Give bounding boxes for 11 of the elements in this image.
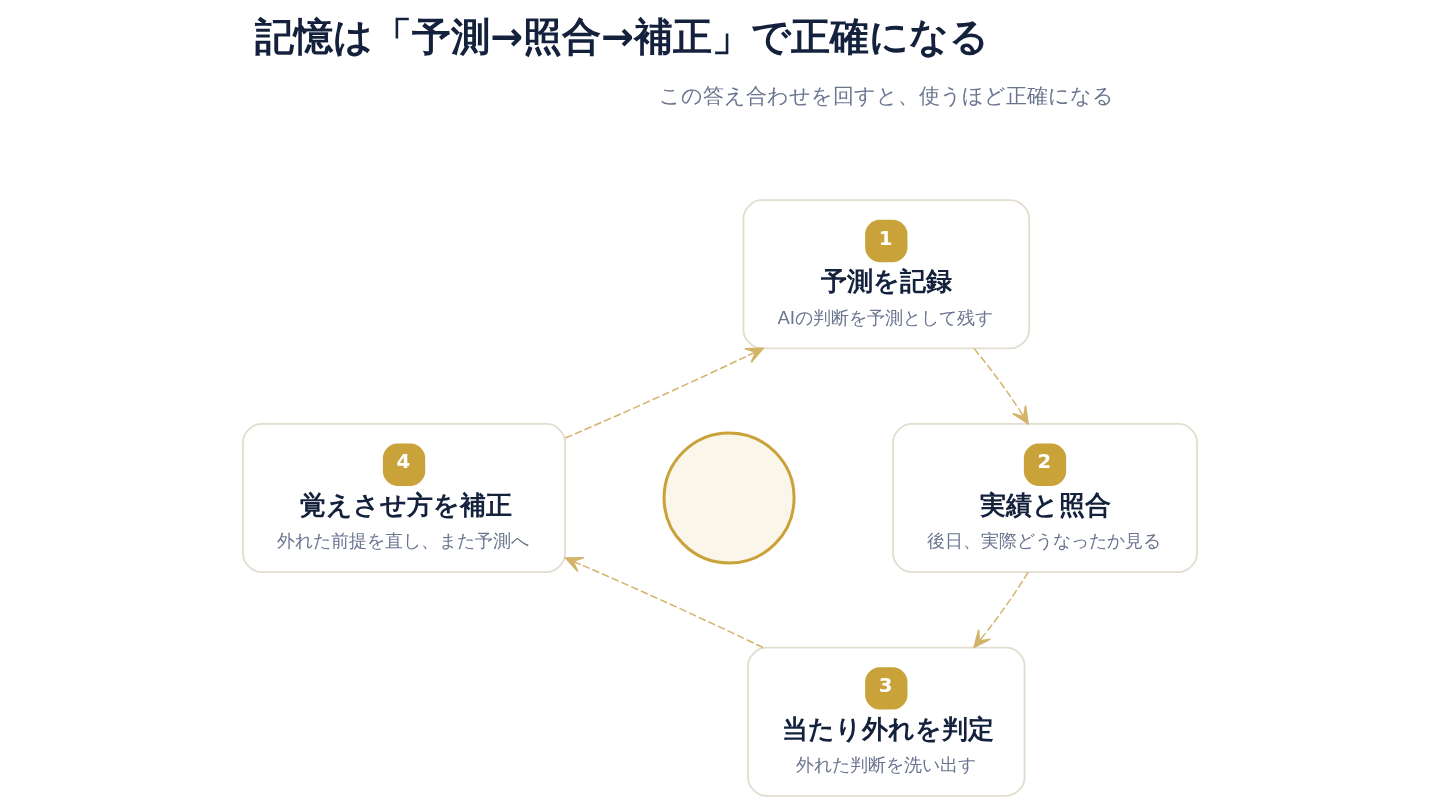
- node-circle: [662, 431, 796, 565]
- node-box: 3 当たり外れを判定 外れた判断を洗い出す: [747, 646, 1026, 797]
- node-box: 1 予測を記録 AIの判断を予測として残す: [742, 199, 1031, 350]
- label: この答え合わせを回すと、使うほど正確になる: [658, 82, 1114, 108]
- node-box: 4 覚えさせ方を補正 外れた前提を直し、また予測へ: [242, 423, 566, 573]
- arrow: [564, 556, 764, 649]
- arrow: [564, 347, 764, 439]
- node-box: 2 実績と照合 後日、実際どうなったか見る: [892, 423, 1198, 573]
- arrow: [973, 571, 1029, 649]
- arrow: [973, 347, 1029, 425]
- diagram-title: 記憶は「予測→照合→補正」で正確になる: [255, 14, 989, 60]
